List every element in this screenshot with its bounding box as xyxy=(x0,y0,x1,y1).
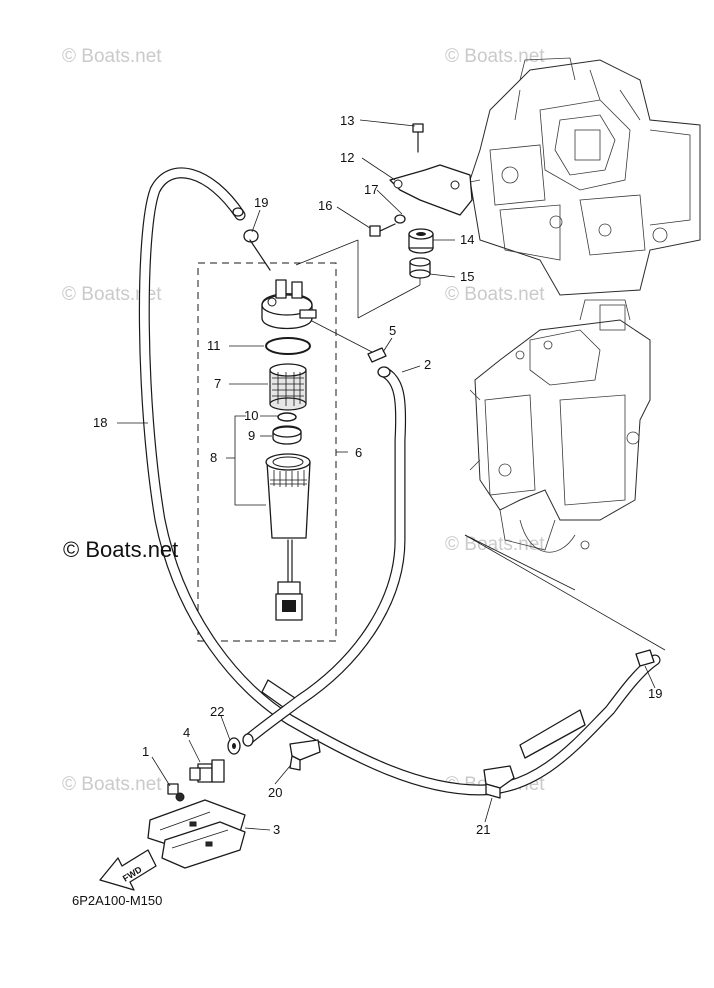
callout-6: 6 xyxy=(355,445,362,460)
bracket-12 xyxy=(389,164,473,216)
watermark-4: © Boats.net xyxy=(445,284,545,305)
diagram-code: 6P2A100-M150 xyxy=(72,893,162,908)
ring-10 xyxy=(277,412,297,422)
callout-18: 18 xyxy=(93,415,107,430)
callout-14: 14 xyxy=(460,232,474,247)
clip-5 xyxy=(367,347,387,363)
callout-16: 16 xyxy=(318,198,332,213)
clamp-21 xyxy=(483,765,515,799)
callout-3: 3 xyxy=(273,822,280,837)
callout-8: 8 xyxy=(210,450,217,465)
bolt-13 xyxy=(412,123,424,153)
callouts: 13 12 17 16 14 15 19 11 7 10 9 8 6 18 5 … xyxy=(93,113,662,837)
fwd-arrow: FWD xyxy=(99,849,157,891)
hose-2 xyxy=(242,366,407,747)
callout-20: 20 xyxy=(268,785,282,800)
watermark-6: © Boats.net xyxy=(62,774,162,795)
copyright-text: © Boats.net xyxy=(63,537,178,562)
watermark-1: © Boats.net xyxy=(62,46,162,67)
float-9 xyxy=(272,425,302,445)
callout-5: 5 xyxy=(389,323,396,338)
cover-3 xyxy=(147,799,246,869)
callout-1: 1 xyxy=(142,744,149,759)
callout-15: 15 xyxy=(460,269,474,284)
bolt-16 xyxy=(369,223,396,237)
filter-cup-8 xyxy=(265,453,311,621)
watermark-3: © Boats.net xyxy=(62,284,162,305)
callout-11: 11 xyxy=(207,338,221,353)
callout-19-right: 19 xyxy=(648,686,662,701)
callout-17: 17 xyxy=(364,182,378,197)
callout-2: 2 xyxy=(424,357,431,372)
callout-21: 21 xyxy=(476,822,490,837)
clip-19-right xyxy=(635,649,655,667)
callout-13: 13 xyxy=(340,113,354,128)
callout-12: 12 xyxy=(340,150,354,165)
filter-head xyxy=(261,279,317,330)
callout-7: 7 xyxy=(214,376,221,391)
washer-17 xyxy=(394,214,406,224)
callout-10: 10 xyxy=(244,408,258,423)
filter-element-7 xyxy=(269,363,307,411)
collar-15 xyxy=(409,257,431,279)
engine-upper-block xyxy=(454,57,701,296)
callout-19-top: 19 xyxy=(254,195,268,210)
callout-22: 22 xyxy=(210,704,224,719)
clip-19-top xyxy=(243,229,271,271)
watermarks: © Boats.net © Boats.net © Boats.net © Bo… xyxy=(62,46,545,795)
vapor-separator-assembly xyxy=(469,299,651,553)
callout-9: 9 xyxy=(248,428,255,443)
callout-4: 4 xyxy=(183,725,190,740)
callout-leaders xyxy=(117,119,656,831)
cap-1 xyxy=(167,783,185,802)
watermark-5: © Boats.net xyxy=(445,534,545,555)
connector-4 xyxy=(189,759,225,783)
o-ring-11 xyxy=(265,337,311,355)
grommet-14 xyxy=(408,228,434,254)
clip-22 xyxy=(227,737,241,755)
clamp-20 xyxy=(289,739,321,771)
watermark-2: © Boats.net xyxy=(445,46,545,67)
